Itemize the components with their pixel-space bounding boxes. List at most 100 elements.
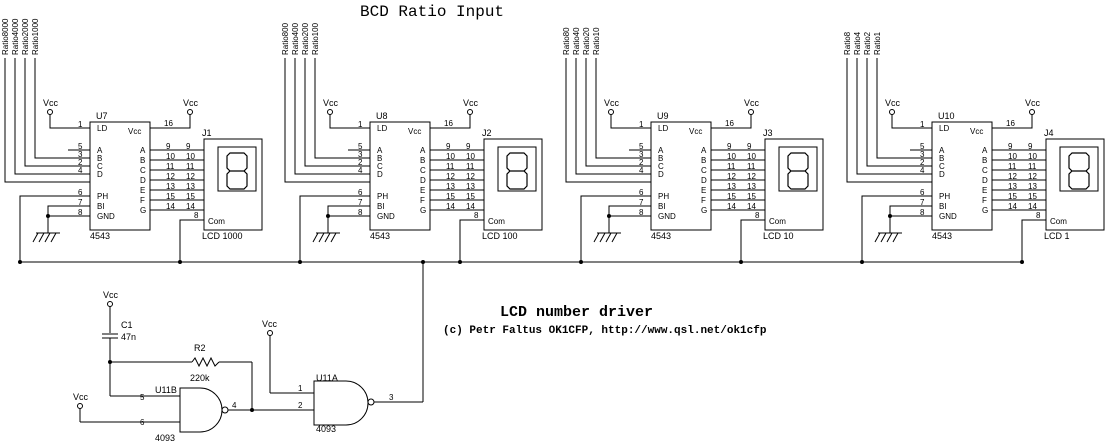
pin-name: D — [658, 170, 664, 179]
pin-number: 15 — [1008, 192, 1017, 201]
pin-name: D — [939, 170, 945, 179]
pin-number: 13 — [1028, 182, 1037, 191]
pin-number: 13 — [186, 182, 195, 191]
diagram-credit: (c) Petr Faltus OK1CFP, http://www.qsl.n… — [443, 325, 767, 337]
pin-number: 10 — [466, 152, 475, 161]
pin-number: 7 — [639, 198, 644, 207]
u11b-vcc: Vcc — [73, 392, 152, 423]
pin-number: 7 — [358, 198, 363, 207]
ic-designator: U7 — [96, 111, 108, 121]
pin-number: 6 — [920, 188, 925, 197]
pin-number: 10 — [1028, 152, 1037, 161]
pin-number: 13 — [747, 182, 756, 191]
pin-name: PH — [377, 192, 388, 201]
pin-number: 15 — [166, 192, 175, 201]
pin-name: Vcc — [408, 127, 421, 136]
pin-number: 14 — [1028, 202, 1037, 211]
pin-name: Vcc — [689, 127, 702, 136]
pin-name: B — [939, 154, 944, 163]
pin-name: GND — [377, 212, 395, 221]
ratio-input-label: Ratio10 — [592, 27, 601, 55]
u11a-part: 4093 — [316, 424, 336, 434]
pin-name: BI — [658, 202, 666, 211]
pin-number: 15 — [1028, 192, 1037, 201]
pin-name: D — [377, 170, 383, 179]
connector-designator: J3 — [763, 128, 773, 138]
pin-name: F — [140, 196, 145, 205]
pin-number: 11 — [747, 162, 756, 171]
pin-name: C — [140, 166, 146, 175]
pin-number: 2 — [358, 158, 363, 167]
pin-number: 10 — [166, 152, 175, 161]
vcc-label: Vcc — [604, 98, 620, 108]
pin-number: 2 — [78, 158, 83, 167]
u11a-pin-2: 2 — [298, 401, 303, 410]
pin-number: 12 — [727, 172, 736, 181]
pin-number: 2 — [920, 158, 925, 167]
pin-number: 15 — [446, 192, 455, 201]
pin-number: 10 — [186, 152, 195, 161]
ic-part-number: 4543 — [370, 231, 390, 241]
ratio-input-label: Ratio2000 — [21, 18, 30, 55]
pin-number: 4 — [920, 166, 925, 175]
pin-number: 11 — [466, 162, 475, 171]
pin-number: 1 — [639, 120, 644, 129]
pin-name: PH — [658, 192, 669, 201]
pin-number: 5 — [639, 142, 644, 151]
ratio-input-label: Ratio100 — [311, 22, 320, 55]
pin-name: A — [97, 146, 103, 155]
pin-name: F — [701, 196, 706, 205]
pin-number: 11 — [1008, 162, 1017, 171]
pin-number: 15 — [747, 192, 756, 201]
vcc-label: Vcc — [463, 98, 479, 108]
seven-segment-digit — [778, 146, 818, 192]
pin-number: 5 — [920, 142, 925, 151]
pin-name: D — [140, 176, 146, 185]
pin-name: D — [420, 176, 426, 185]
pin-name: G — [701, 206, 707, 215]
vcc-label: Vcc — [323, 98, 339, 108]
decoder-ic — [89, 121, 151, 231]
pin-name: GND — [97, 212, 115, 221]
decoder-ic — [931, 121, 993, 231]
pin-name: GND — [658, 212, 676, 221]
pin-number: 10 — [446, 152, 455, 161]
oscillator-section: Vcc C1 47n R2 220k — [73, 260, 425, 443]
resistor-r2: R2 220k — [108, 343, 254, 412]
vcc-label: Vcc — [43, 98, 59, 108]
pin-number: 6 — [639, 188, 644, 197]
pin-name: E — [420, 186, 425, 195]
pin-number: 3 — [78, 150, 83, 159]
pin-number: 8 — [194, 211, 199, 220]
pin-number: 1 — [358, 120, 363, 129]
pin-number: 14 — [1008, 202, 1017, 211]
pin-number: 1 — [920, 120, 925, 129]
pin-name: A — [701, 146, 707, 155]
pin-name: G — [420, 206, 426, 215]
pin-number: 9 — [747, 142, 752, 151]
vcc-label: Vcc — [73, 392, 89, 402]
c1-vcc: Vcc — [103, 290, 119, 333]
pin-number: 6 — [358, 188, 363, 197]
pin-name: B — [982, 156, 987, 165]
pin-name: E — [982, 186, 987, 195]
ic-designator: U8 — [376, 111, 388, 121]
pin-name: F — [420, 196, 425, 205]
ic-part-number: 4543 — [932, 231, 952, 241]
pin-number: 8 — [358, 208, 363, 217]
r2-value: 220k — [190, 373, 210, 383]
pin-number: 16 — [444, 119, 453, 128]
pin-name: D — [97, 170, 103, 179]
pin-number: 12 — [446, 172, 455, 181]
pin-number: 2 — [639, 158, 644, 167]
ic-part-number: 4543 — [651, 231, 671, 241]
pin-number: 11 — [446, 162, 455, 171]
pin-number: 11 — [186, 162, 195, 171]
pin-number: 10 — [1008, 152, 1017, 161]
pin-number: 12 — [1028, 172, 1037, 181]
pin-name: A — [982, 146, 988, 155]
ratio-input-label: Ratio8 — [843, 31, 852, 55]
